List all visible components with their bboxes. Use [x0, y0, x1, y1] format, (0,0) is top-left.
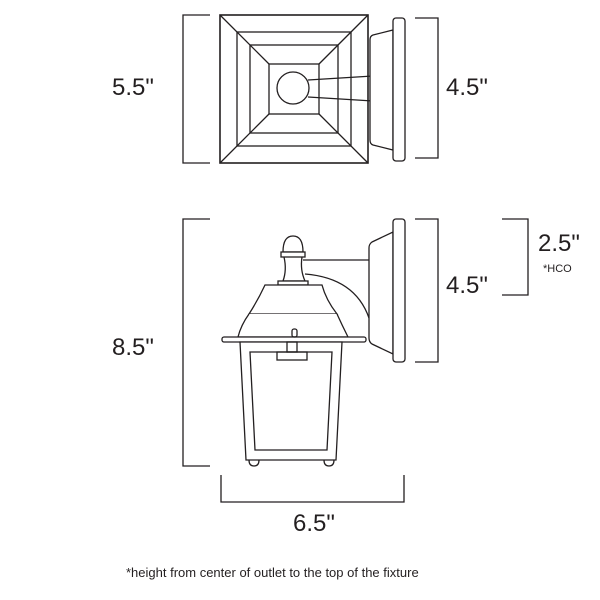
top-backplate-label: 4.5": [446, 74, 488, 101]
side-backplate-bracket: [415, 218, 439, 363]
top-backplate-bracket: [415, 17, 439, 159]
side-height-bracket: [182, 218, 210, 467]
top-height-label: 5.5": [112, 74, 154, 101]
width-bracket: [220, 475, 405, 503]
footnote: *height from center of outlet to the top…: [126, 565, 419, 580]
hco-bracket: [502, 218, 529, 296]
side-height-label: 8.5": [112, 334, 154, 361]
side-view: [182, 218, 529, 503]
side-width-label: 6.5": [293, 510, 335, 537]
side-backplate-label: 4.5": [446, 272, 488, 299]
top-height-bracket: [182, 14, 210, 164]
hco-marker: *HCO: [543, 263, 572, 275]
top-view: [182, 14, 439, 164]
hco-label: 2.5": [538, 230, 580, 257]
